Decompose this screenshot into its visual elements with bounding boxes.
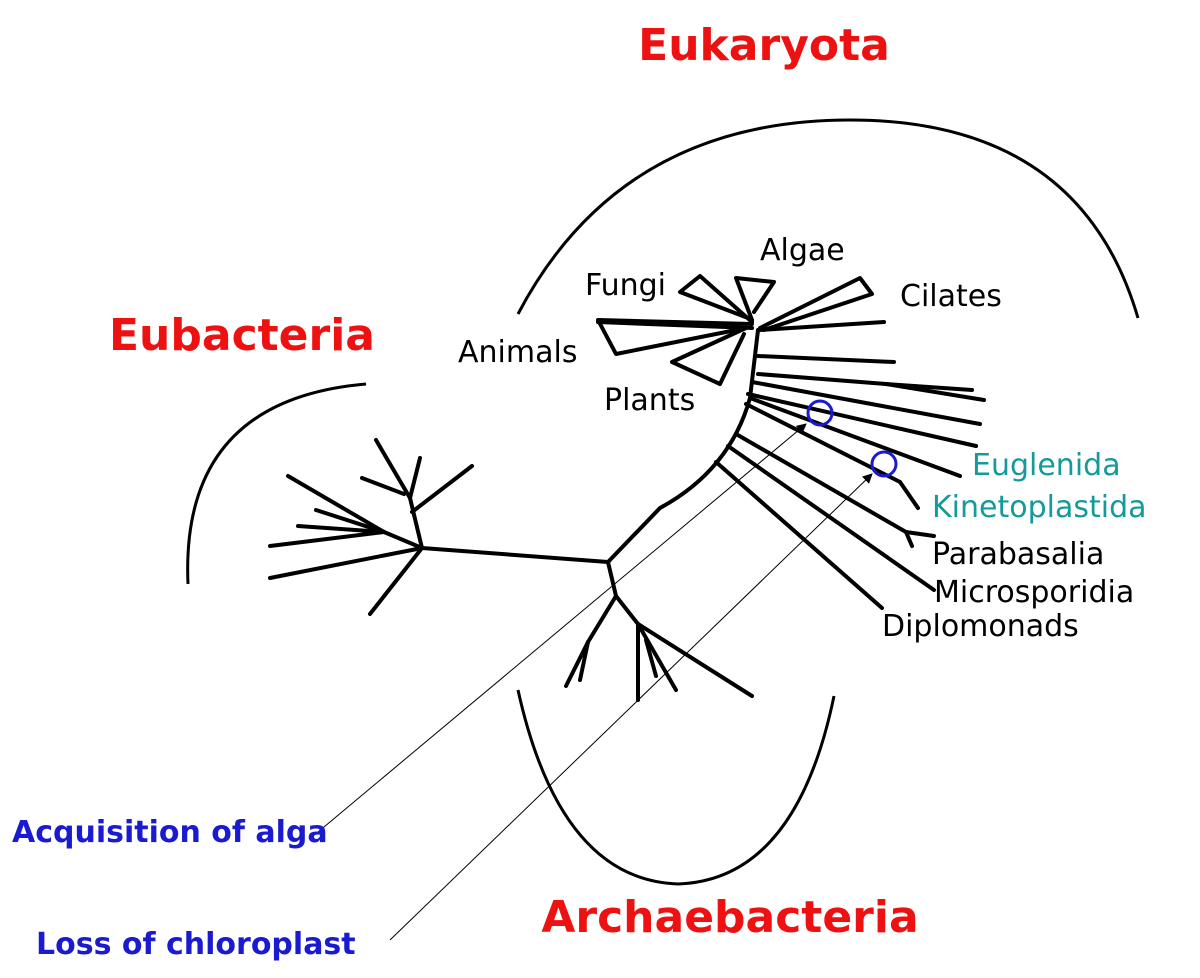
eubacteria-branch <box>314 508 386 534</box>
kinetoplastida-branch <box>744 402 902 484</box>
annotation-loss-of-chloroplast: Loss of chloroplast <box>36 927 356 962</box>
cilates-wedge <box>758 276 874 332</box>
diplomonads-branch <box>714 460 884 610</box>
tree-branches <box>268 274 986 702</box>
archaea-branch <box>586 594 618 644</box>
eubacteria-branch <box>408 496 424 550</box>
eukaryota-arc <box>516 118 1140 319</box>
plants-wedge <box>670 326 748 386</box>
archaea-stem <box>606 560 618 598</box>
eubacteria-stem <box>420 546 610 564</box>
group-label-kinetoplastida: Kinetoplastida <box>932 490 1147 525</box>
domain-label-archaebacteria: Archaebacteria <box>541 892 918 943</box>
eukaryota-branch <box>756 354 896 364</box>
group-label-fungi: Fungi <box>585 268 666 303</box>
parabasalia-branch <box>734 432 908 534</box>
eubacteria-branch <box>268 546 424 580</box>
kinetoplastida-branch <box>898 480 920 510</box>
archaea-branch <box>636 622 754 698</box>
animals-wedge <box>596 318 754 356</box>
eukaryota-branch <box>750 380 982 426</box>
acquisition-pointer-line <box>317 423 807 833</box>
annotation-acquisition-of-alga: Acquisition of alga <box>12 815 328 850</box>
eukaryota-branch <box>596 320 754 330</box>
euglenida-branch <box>748 396 962 478</box>
eubacteria-branch <box>296 524 386 534</box>
eubacteria-branch <box>360 476 406 496</box>
group-label-diplomonads: Diplomonads <box>882 609 1079 644</box>
eubacteria-arc <box>186 382 367 585</box>
group-label-microsporidia: Microsporidia <box>934 575 1134 610</box>
eubacteria-branch <box>410 464 474 514</box>
group-label-algae: Algae <box>760 233 845 268</box>
eubacteria-branch <box>382 530 424 550</box>
loss-pointer-line <box>389 473 873 941</box>
archaea-branch <box>578 640 590 682</box>
archaea-branch <box>644 638 658 678</box>
parabasalia-branch <box>904 530 914 548</box>
domain-label-eukaryota: Eukaryota <box>638 20 890 71</box>
archaea-branch <box>636 622 678 692</box>
eubacteria-branch <box>408 456 422 500</box>
eubacteria-branch <box>286 474 386 534</box>
acquisition-event-marker <box>806 399 834 427</box>
group-label-cilates: Cilates <box>900 279 1002 314</box>
microsporidia-branch <box>726 444 936 592</box>
eukaryota-branch <box>758 320 886 332</box>
loss-event-marker <box>870 450 898 478</box>
eukaryota-branch <box>884 382 986 402</box>
parabasalia-branch <box>904 530 936 538</box>
eubacteria-branch <box>374 438 412 500</box>
fungi-wedge <box>678 274 754 324</box>
eukaryota-branch <box>756 372 888 386</box>
domain-label-eubacteria: Eubacteria <box>109 310 375 361</box>
group-label-euglenida: Euglenida <box>972 448 1121 483</box>
eubacteria-branch <box>268 530 386 548</box>
archaea-branch <box>564 640 590 688</box>
eubacteria-branch <box>368 546 424 616</box>
group-label-plants: Plants <box>604 383 695 418</box>
algae-wedge <box>734 276 776 322</box>
archaebacteria-arc <box>516 689 836 886</box>
eukaryota-branch <box>746 392 978 448</box>
group-label-animals: Animals <box>458 335 577 370</box>
archaea-branch <box>614 594 640 626</box>
group-label-parabasalia: Parabasalia <box>932 537 1104 572</box>
